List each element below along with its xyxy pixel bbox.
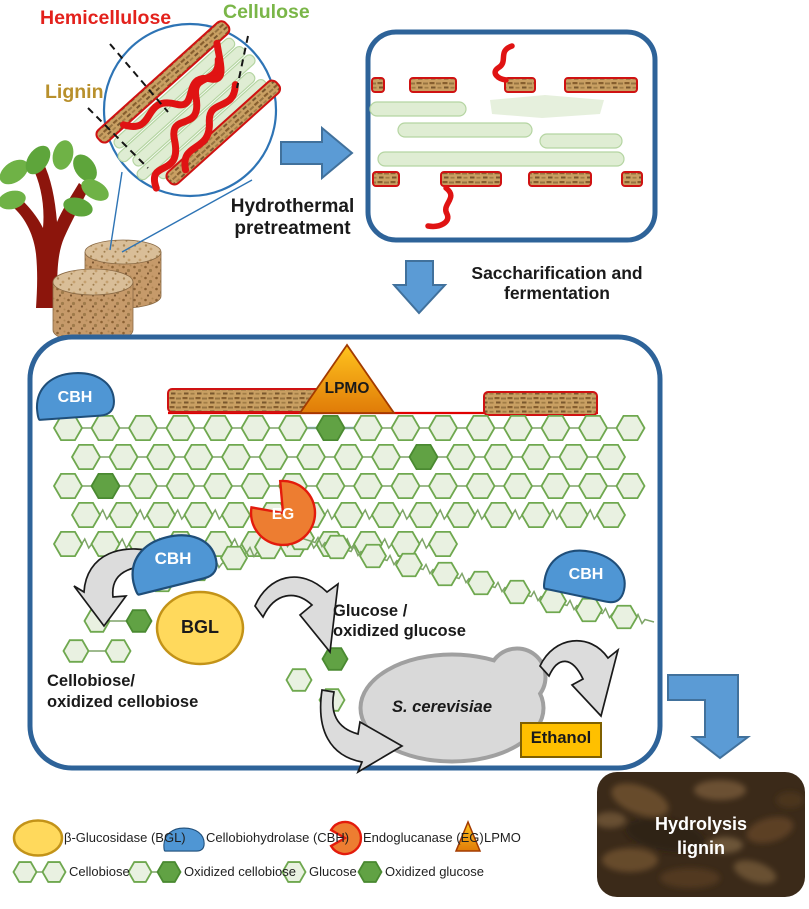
cbh-label-top: CBH — [57, 389, 93, 406]
hemicellulose-label: Hemicellulose — [40, 7, 172, 29]
bgl-legend-icon — [12, 819, 64, 857]
legend-cbh-label: Cellobiohydrolase (CBH) — [206, 830, 350, 845]
cellulose-label: Cellulose — [223, 1, 310, 23]
cellobiose-product-label: Cellobiose/ oxidized cellobiose — [47, 672, 199, 711]
legend-eg-label: Endoglucanase (EG) — [363, 830, 484, 845]
saccharification-step-label: Saccharification and fermentation — [471, 263, 643, 304]
tree-leaves — [0, 140, 109, 217]
hemicellulose-fragment — [425, 185, 454, 230]
hemicellulose-pointer-line — [109, 43, 169, 113]
legend-oxidized-cellobiose-label: Oxidized cellobiose — [184, 864, 297, 879]
eg-legend-icon — [329, 820, 363, 856]
lignin-pointer-line — [87, 107, 149, 169]
lignin-strip — [95, 20, 231, 144]
hemicellulose-strand — [181, 81, 239, 174]
hydrothermal-arrow — [280, 125, 354, 181]
yeast-to-ethanol-arrow — [538, 639, 620, 718]
eg-enzyme — [249, 479, 317, 547]
legend-glucose-label: Glucose — [309, 864, 357, 879]
biomass-structure-magnified — [95, 20, 282, 192]
legend-cellobiose-label: Cellobiose — [69, 864, 130, 879]
eg-label: EG — [271, 506, 295, 523]
residual-lignin-block — [483, 391, 598, 416]
lignin-output-arrow — [667, 674, 751, 760]
saccharification-arrow — [391, 260, 448, 315]
lpmo-legend-icon — [454, 820, 482, 852]
lpmo-label: LPMO — [324, 380, 370, 397]
legend-icons — [12, 819, 482, 883]
yeast-cell — [358, 646, 548, 764]
cbh-label-right: CBH — [568, 566, 604, 583]
cbh-label-left: CBH — [154, 549, 192, 568]
saccharification-box — [27, 334, 663, 775]
tree-trunk — [14, 162, 88, 308]
yeast-label: S. cerevisiae — [392, 698, 492, 716]
glucose-to-yeast-arrow — [319, 689, 404, 775]
magnifier-callout — [87, 20, 282, 253]
tree-illustration — [0, 140, 109, 308]
bgl-to-glucose-arrow — [254, 576, 340, 655]
lignin-label: Lignin — [45, 81, 104, 103]
sugar-legend-icons — [12, 861, 383, 883]
residual-lignin-block — [167, 388, 324, 413]
legend-oxidized-glucose-label: Oxidized glucose — [385, 864, 484, 879]
glucose-product-label: Glucose / oxidized glucose — [333, 602, 466, 640]
ethanol-box — [520, 722, 602, 758]
hemicellulose-strand — [119, 39, 225, 130]
ethanol-label: Ethanol — [530, 729, 592, 747]
legend-lpmo-label: LPMO — [484, 830, 521, 845]
hydrolysis-lignin-label: Hydrolysis lignin — [654, 814, 748, 858]
lpmo-triangle — [298, 343, 396, 414]
bgl-label: BGL — [181, 617, 219, 637]
hydrolysis-lignin-image — [597, 772, 805, 897]
lignin-strip — [165, 79, 282, 186]
pretreated-biomass-box — [365, 29, 658, 243]
biomass-pellets — [52, 239, 162, 344]
legend-bgl-label: β-Glucosidase (BGL) — [64, 830, 186, 845]
hemicellulose-fragment — [492, 43, 515, 83]
hydrothermal-step-label: Hydrothermal pretreatment — [230, 196, 355, 239]
cellulose-pointer-line — [236, 35, 249, 89]
bgl-enzyme — [155, 590, 245, 666]
